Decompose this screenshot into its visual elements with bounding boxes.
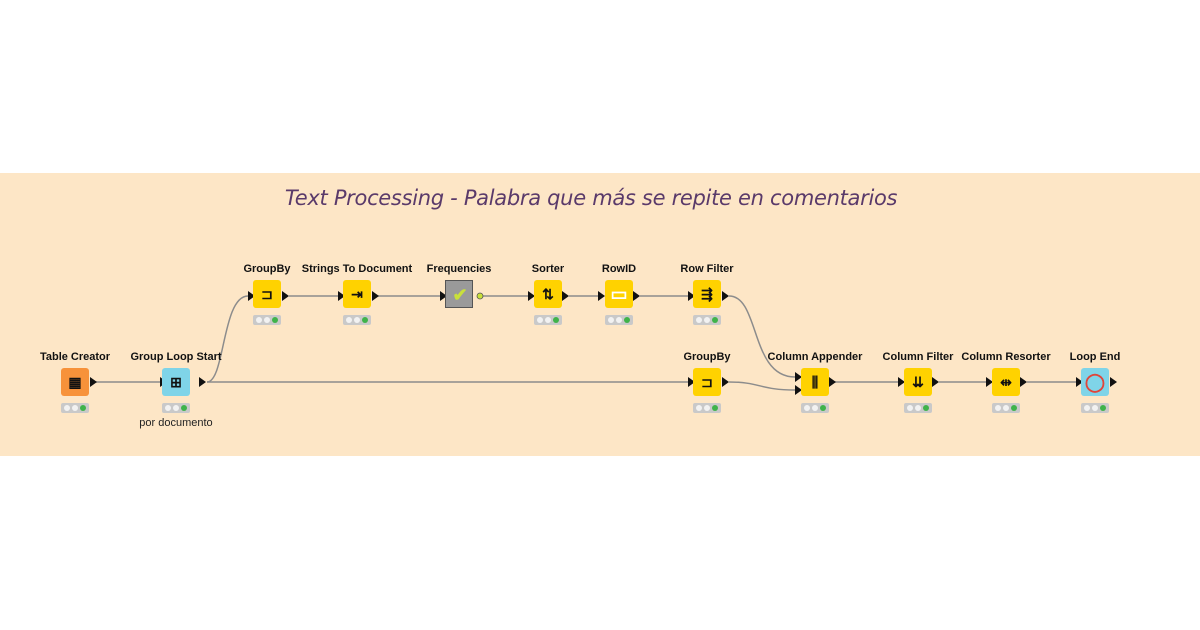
node-status xyxy=(693,315,721,325)
node-status xyxy=(61,403,89,413)
node-row-filter[interactable]: Row Filter ⇶ xyxy=(647,263,767,343)
node-column-resorter[interactable]: Column Resorter ⇹ xyxy=(946,351,1066,431)
node-groupby-bottom[interactable]: GroupBy ⊐ xyxy=(647,351,767,431)
column-append-icon: ⫼ xyxy=(811,373,819,390)
node-status xyxy=(1081,403,1109,413)
node-status xyxy=(534,315,562,325)
node-loop-end[interactable]: Loop End ◯ xyxy=(1035,351,1155,431)
workflow-title: Text Processing - Palabra que más se rep… xyxy=(284,186,898,210)
node-frequencies[interactable]: Frequencies ✔ xyxy=(399,263,519,343)
node-column-appender[interactable]: Column Appender ⫼ xyxy=(755,351,875,431)
loop-start-icon: ⊞ xyxy=(170,373,182,390)
node-status xyxy=(162,403,190,413)
groupby-icon: ⊐ xyxy=(701,373,713,390)
node-strings-to-document[interactable]: Strings To Document ⇥ xyxy=(297,263,417,343)
node-status xyxy=(605,315,633,325)
node-table-creator[interactable]: Table Creator ▦ xyxy=(15,351,135,431)
node-sorter[interactable]: Sorter ⇅ xyxy=(488,263,608,343)
check-icon: ✔ xyxy=(452,284,468,305)
node-status xyxy=(253,315,281,325)
node-annotation: por documento xyxy=(139,417,213,429)
node-groupby-top[interactable]: GroupBy ⊐ xyxy=(207,263,327,343)
rowid-icon: ▭ xyxy=(610,283,628,304)
column-filter-icon: ⇊ xyxy=(912,373,924,390)
row-filter-icon: ⇶ xyxy=(701,285,713,302)
node-group-loop-start[interactable]: Group Loop Start ⊞ por documento xyxy=(116,351,236,431)
node-status xyxy=(904,403,932,413)
document-icon: ⇥ xyxy=(351,285,363,302)
table-plus-icon: ▦ xyxy=(68,373,82,390)
groupby-icon: ⊐ xyxy=(261,285,273,302)
loop-end-icon: ◯ xyxy=(1084,371,1106,392)
node-status xyxy=(801,403,829,413)
node-status xyxy=(992,403,1020,413)
sort-icon: ⇅ xyxy=(542,285,554,302)
column-resort-icon: ⇹ xyxy=(1000,373,1012,390)
node-column-filter[interactable]: Column Filter ⇊ xyxy=(858,351,978,431)
node-status xyxy=(693,403,721,413)
node-rowid[interactable]: RowID ▭ xyxy=(559,263,679,343)
node-status xyxy=(343,315,371,325)
